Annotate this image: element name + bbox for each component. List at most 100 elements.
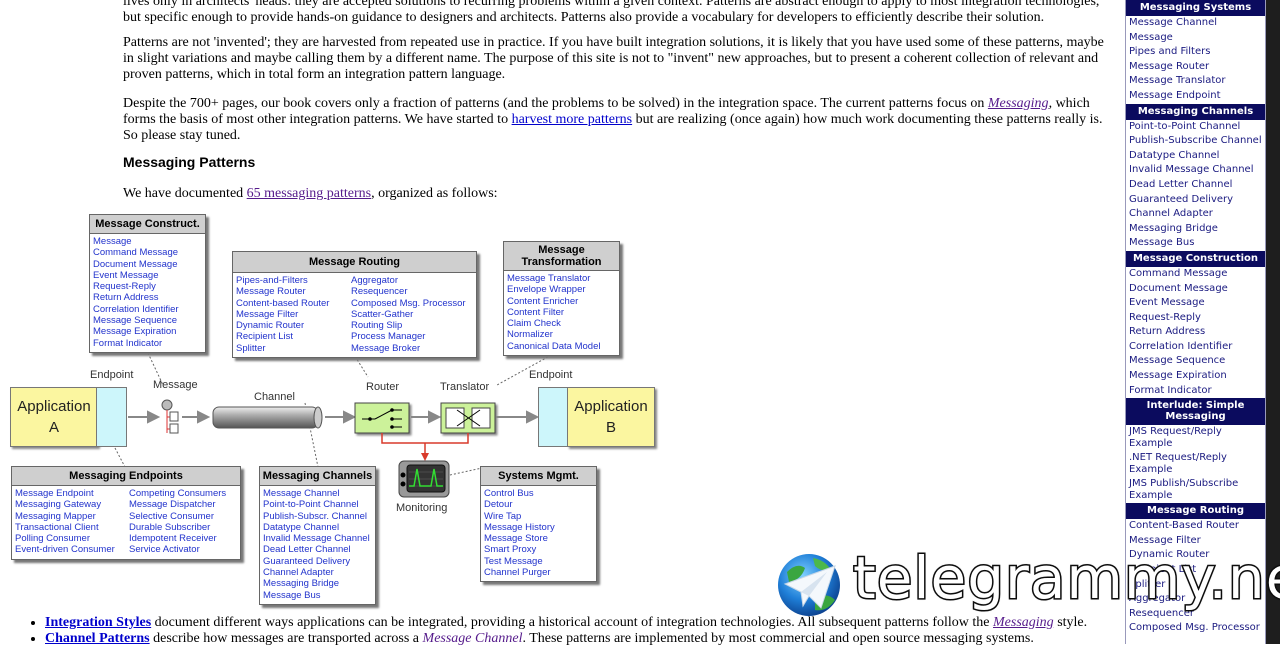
- pattern-link[interactable]: Command Message: [93, 247, 179, 259]
- pattern-link[interactable]: Service Activator: [129, 544, 200, 556]
- pattern-link[interactable]: Message Dispatcher: [129, 499, 216, 511]
- pattern-link[interactable]: Point-to-Point Channel: [263, 499, 359, 511]
- pattern-link[interactable]: Composed Msg. Processor: [351, 297, 466, 309]
- pattern-link[interactable]: Message Translator: [507, 273, 591, 284]
- pattern-link[interactable]: Durable Subscriber: [129, 521, 211, 533]
- sidebar-item[interactable]: Message Sequence: [1129, 355, 1226, 367]
- pattern-link[interactable]: Pipes-and-Filters: [236, 275, 308, 286]
- sidebar-item[interactable]: Splitter: [1129, 578, 1166, 590]
- pattern-link[interactable]: Messaging Mapper: [15, 510, 96, 522]
- sidebar-item[interactable]: Resequencer: [1129, 607, 1194, 619]
- sidebar-item[interactable]: Dead Letter Channel: [1129, 178, 1233, 190]
- pattern-link[interactable]: Message: [93, 236, 132, 247]
- sidebar-item[interactable]: Datatype Channel: [1129, 149, 1220, 161]
- pattern-link[interactable]: Document Message: [93, 258, 178, 270]
- sidebar-item[interactable]: JMS Publish/Subscribe Example: [1129, 478, 1239, 501]
- pattern-link[interactable]: Test Message: [484, 555, 543, 567]
- sidebar-item[interactable]: Pipes and Filters: [1129, 46, 1211, 58]
- pattern-link[interactable]: Envelope Wrapper: [507, 284, 586, 296]
- sidebar-item[interactable]: Channel Adapter: [1129, 208, 1213, 220]
- pattern-link[interactable]: Selective Consumer: [129, 510, 215, 522]
- sidebar-item[interactable]: Publish-Subscribe Channel: [1129, 135, 1262, 147]
- pattern-link[interactable]: Canonical Data Model: [507, 340, 601, 352]
- sidebar-item[interactable]: JMS Request/Reply Example: [1129, 426, 1222, 449]
- sidebar-item[interactable]: Message Translator: [1129, 75, 1226, 87]
- pattern-link[interactable]: Polling Consumer: [15, 533, 90, 545]
- pattern-link[interactable]: Transactional Client: [15, 521, 99, 533]
- sidebar-item[interactable]: Message Router: [1129, 60, 1210, 72]
- sidebar-item[interactable]: Messaging Bridge: [1129, 222, 1218, 234]
- sidebar-item[interactable]: Return Address: [1129, 326, 1206, 338]
- harvest-more-patterns-link[interactable]: harvest more patterns: [511, 112, 633, 127]
- pattern-link[interactable]: Message Filter: [236, 308, 299, 320]
- pattern-link[interactable]: Datatype Channel: [263, 521, 340, 533]
- pattern-link[interactable]: Guaranteed Delivery: [263, 555, 351, 567]
- pattern-link[interactable]: Content Filter: [507, 306, 565, 318]
- sidebar-item[interactable]: Aggregator: [1129, 593, 1186, 605]
- pattern-link[interactable]: Message Bus: [263, 589, 321, 601]
- messaging-style-link[interactable]: Messaging: [993, 615, 1054, 630]
- pattern-link[interactable]: Message Store: [484, 533, 548, 545]
- pattern-link[interactable]: Splitter: [236, 342, 266, 354]
- pattern-link[interactable]: Dynamic Router: [236, 320, 305, 332]
- pattern-link[interactable]: Idempotent Receiver: [129, 533, 217, 545]
- sidebar-item[interactable]: Guaranteed Delivery: [1129, 193, 1234, 205]
- pattern-link[interactable]: Competing Consumers: [129, 488, 227, 499]
- pattern-link[interactable]: Channel Adapter: [263, 567, 334, 579]
- sidebar-item[interactable]: Content-Based Router: [1129, 520, 1240, 532]
- sidebar-item[interactable]: .NET Request/Reply Example: [1129, 452, 1227, 475]
- pattern-link[interactable]: Message Broker: [351, 342, 421, 354]
- pattern-link[interactable]: Channel Purger: [484, 567, 551, 579]
- pattern-link[interactable]: Process Manager: [351, 331, 426, 343]
- sidebar-item[interactable]: Message Filter: [1129, 534, 1201, 546]
- pattern-link[interactable]: Message Expiration: [93, 326, 177, 338]
- sidebar-item[interactable]: Recipient List: [1129, 564, 1197, 576]
- pattern-link[interactable]: Content-based Router: [236, 297, 330, 309]
- pattern-link[interactable]: Format Indicator: [93, 337, 163, 349]
- sidebar-item[interactable]: Document Message: [1129, 282, 1228, 294]
- sidebar-item[interactable]: Message: [1129, 31, 1173, 43]
- pattern-link[interactable]: Message Router: [236, 286, 306, 298]
- pattern-link[interactable]: Publish-Subscr. Channel: [263, 510, 368, 522]
- integration-styles-link[interactable]: Integration Styles: [45, 615, 152, 630]
- sidebar-item[interactable]: Format Indicator: [1129, 384, 1212, 396]
- pattern-link[interactable]: Smart Proxy: [484, 544, 537, 556]
- 65-messaging-patterns-link[interactable]: 65 messaging patterns: [246, 186, 372, 201]
- pattern-link[interactable]: Request-Reply: [93, 281, 156, 293]
- messaging-link[interactable]: Messaging: [987, 96, 1049, 111]
- pattern-link[interactable]: Wire Tap: [484, 510, 522, 522]
- sidebar-item[interactable]: Composed Msg. Processor: [1129, 622, 1260, 634]
- sidebar-item[interactable]: Message Expiration: [1129, 370, 1227, 382]
- pattern-link[interactable]: Routing Slip: [351, 320, 403, 332]
- pattern-link[interactable]: Recipient List: [236, 331, 294, 343]
- sidebar-item[interactable]: Message Bus: [1129, 237, 1195, 249]
- channel-patterns-link[interactable]: Channel Patterns: [45, 631, 150, 646]
- pattern-link[interactable]: Message History: [484, 521, 555, 533]
- sidebar-item[interactable]: Correlation Identifier: [1129, 340, 1233, 352]
- pattern-link[interactable]: Content Enricher: [507, 295, 579, 307]
- pattern-link[interactable]: Invalid Message Channel: [263, 533, 370, 545]
- sidebar-item[interactable]: Message Endpoint: [1129, 89, 1221, 101]
- pattern-link[interactable]: Return Address: [93, 292, 159, 304]
- pattern-link[interactable]: Correlation Identifier: [93, 303, 179, 315]
- pattern-link[interactable]: Scatter-Gather: [351, 308, 414, 320]
- pattern-link[interactable]: Claim Check: [507, 318, 561, 330]
- sidebar-item[interactable]: Request-Reply: [1129, 311, 1201, 323]
- pattern-link[interactable]: Message Channel: [263, 488, 340, 499]
- pattern-link[interactable]: Dead Letter Channel: [263, 544, 351, 556]
- pattern-link[interactable]: Aggregator: [351, 275, 399, 286]
- sidebar-item[interactable]: Point-to-Point Channel: [1129, 120, 1241, 132]
- sidebar-item[interactable]: Invalid Message Channel: [1129, 164, 1254, 176]
- pattern-link[interactable]: Message Endpoint: [15, 488, 94, 499]
- sidebar-item[interactable]: Message Channel: [1129, 17, 1218, 28]
- pattern-link[interactable]: Event Message: [93, 269, 159, 281]
- pattern-link[interactable]: Detour: [484, 499, 513, 511]
- sidebar-item[interactable]: Event Message: [1129, 297, 1205, 309]
- sidebar-item[interactable]: Dynamic Router: [1129, 549, 1210, 561]
- pattern-link[interactable]: Event-driven Consumer: [15, 544, 115, 556]
- pattern-link[interactable]: Normalizer: [507, 329, 553, 341]
- sidebar-item[interactable]: Command Message: [1129, 267, 1228, 279]
- pattern-link[interactable]: Messaging Bridge: [263, 578, 340, 590]
- pattern-link[interactable]: Resequencer: [351, 286, 408, 298]
- pattern-link[interactable]: Messaging Gateway: [15, 499, 102, 511]
